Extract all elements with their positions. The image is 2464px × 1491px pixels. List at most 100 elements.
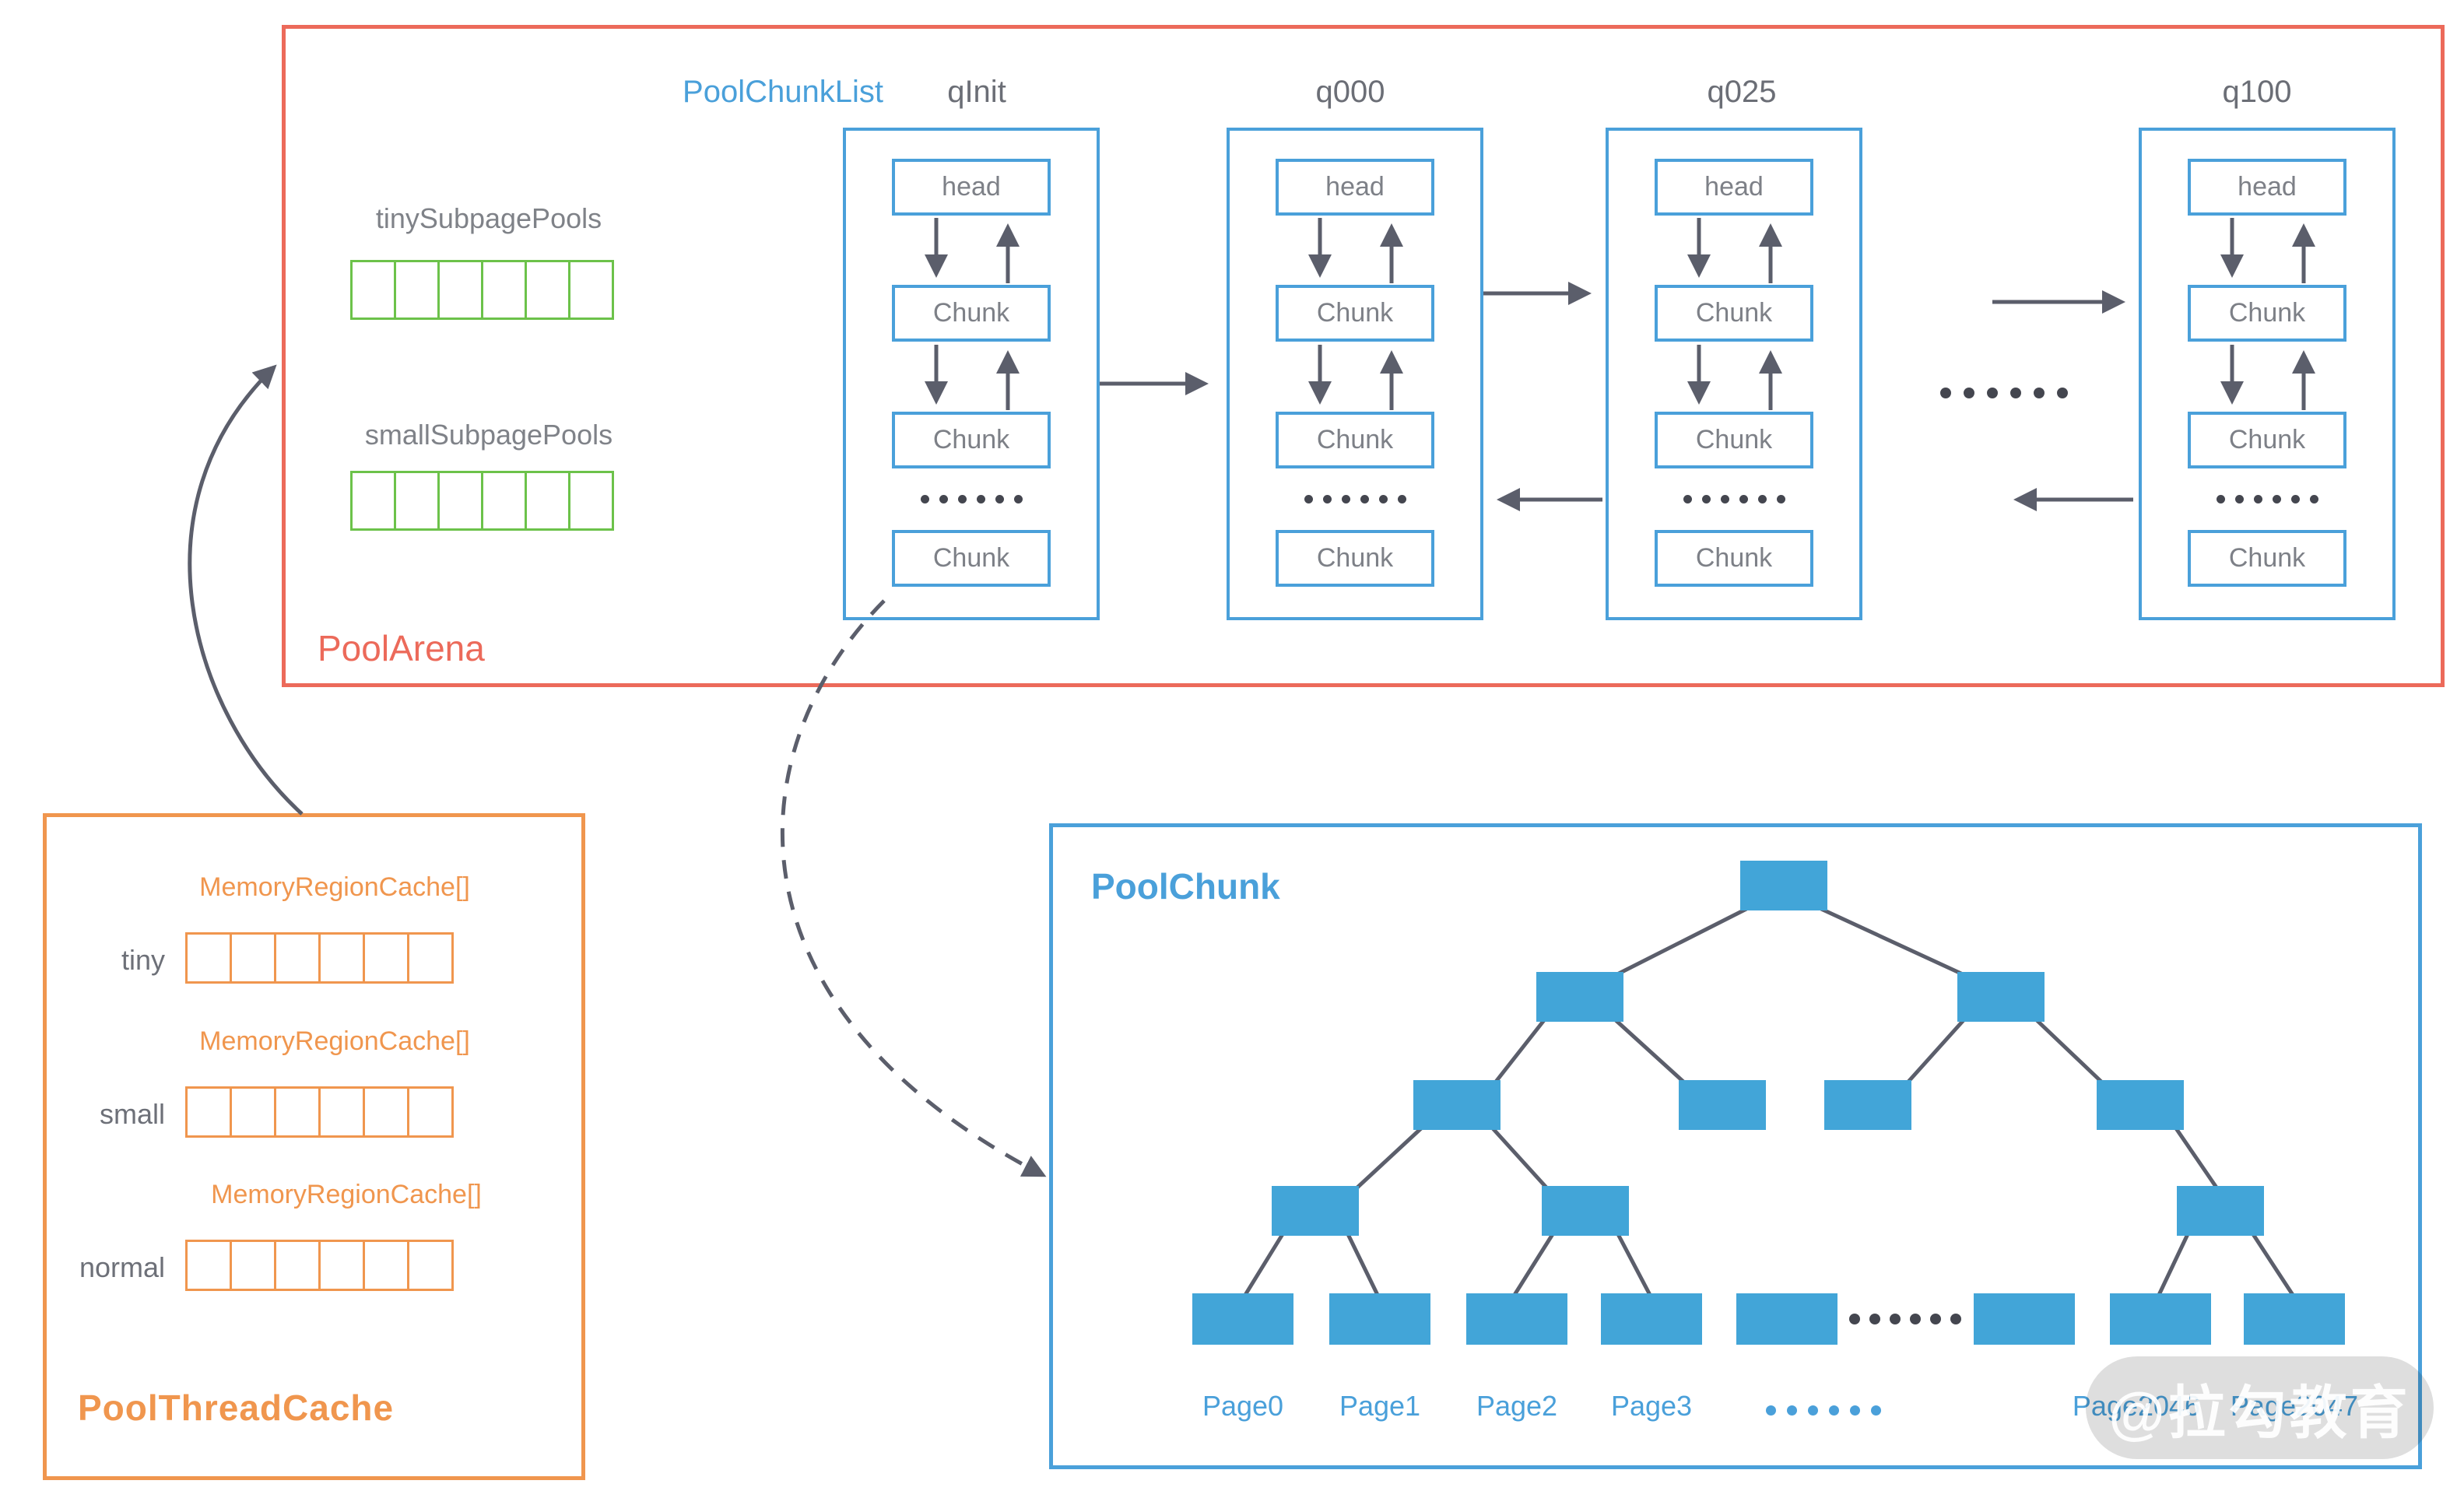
ellipsis-dot [1829, 1405, 1839, 1416]
ellipsis-dot [1787, 1405, 1797, 1416]
column-ellipsis-q025 [1683, 494, 1785, 503]
ellipsis-dot [1701, 494, 1711, 503]
pool-chunk-list-title: PoolChunkList [683, 75, 883, 109]
ellipsis-dot [1683, 494, 1692, 503]
chunk-node-qInit: Chunk [892, 285, 1051, 342]
ellipsis-dot [2057, 388, 2068, 398]
ellipsis-dot [1360, 494, 1369, 503]
chunk-node-q000: Chunk [1276, 285, 1434, 342]
watermark-text: @拉勾教育 [2108, 1380, 2411, 1445]
ellipsis-dot [2272, 494, 2281, 503]
ellipsis-dot [1304, 494, 1313, 503]
pool-chunk-tree-node [2110, 1293, 2211, 1345]
ellipsis-dot [1757, 494, 1767, 503]
pool-chunk-tree-node [1974, 1293, 2075, 1345]
ellipsis-dot [1808, 1405, 1818, 1416]
small-subpage-pools-grid-cell [568, 471, 614, 531]
pool-chunk-tree-node [1736, 1293, 1837, 1345]
chunk-node-qInit: Chunk [892, 412, 1051, 468]
pool-chunk-title: PoolChunk [1091, 866, 1280, 907]
memory-region-cache-grid-small-cell [407, 1086, 454, 1138]
pool-chunk-tree-node [1679, 1080, 1766, 1130]
chunk-node-q000: Chunk [1276, 412, 1434, 468]
page-label-Page0: Page0 [1202, 1390, 1284, 1422]
ellipsis-dot [1869, 1314, 1880, 1324]
ellipsis-dot [1850, 1405, 1860, 1416]
pool-chunk-tree-node [1329, 1293, 1430, 1345]
column-ellipsis-qInit [920, 494, 1023, 503]
pool-thread-cache-box [43, 813, 585, 1480]
ellipsis-dot [939, 494, 948, 503]
page-label-Page1: Page1 [1339, 1390, 1421, 1422]
pool-chunk-tree-node [1466, 1293, 1567, 1345]
memory-region-cache-grid-tiny [185, 932, 454, 984]
ellipsis-dot [976, 494, 985, 503]
ellipsis-dot [1378, 494, 1388, 503]
head-node-q000: head [1276, 159, 1434, 216]
page-label-ellipsis [1766, 1405, 1881, 1416]
pool-chunk-tree-node [2177, 1186, 2264, 1236]
thread-cache-to-arena-arrow [188, 364, 304, 816]
ellipsis-dot [2234, 494, 2244, 503]
chunk-node-q000: Chunk [1276, 530, 1434, 587]
memory-region-cache-grid-normal [185, 1240, 454, 1291]
pool-chunk-tree-node [2244, 1293, 2345, 1345]
ellipsis-dot [1322, 494, 1332, 503]
cache-row-label-tiny: tiny [121, 944, 165, 976]
ellipsis-dot [2309, 494, 2318, 503]
ellipsis-dot [1776, 494, 1785, 503]
ellipsis-dot [920, 494, 929, 503]
pool-chunk-tree-node [2097, 1080, 2184, 1130]
small-subpage-pools-label: smallSubpagePools [364, 419, 613, 451]
pool-arena-box [282, 25, 2445, 687]
column-label-q025: q025 [1707, 75, 1777, 109]
column-label-q000: q000 [1315, 75, 1385, 109]
chunk-node-q025: Chunk [1655, 285, 1813, 342]
ellipsis-dot [1910, 1314, 1921, 1324]
ellipsis-dot [1766, 1405, 1776, 1416]
tiny-subpage-pools-grid-cell [568, 260, 614, 320]
chunk-node-q100: Chunk [2188, 412, 2346, 468]
head-node-qInit: head [892, 159, 1051, 216]
leaf-row-ellipsis [1849, 1314, 1961, 1324]
page-label-Page3: Page3 [1610, 1390, 1693, 1422]
pool-chunk-tree-node [1272, 1186, 1359, 1236]
ellipsis-dot [1890, 1314, 1901, 1324]
chunk-node-qInit: Chunk [892, 530, 1051, 587]
ellipsis-dot [1849, 1314, 1860, 1324]
chunk-node-q025: Chunk [1655, 530, 1813, 587]
gap-ellipsis-q025-q100 [1940, 388, 2068, 398]
ellipsis-dot [1950, 1314, 1961, 1324]
page-label-Page2: Page2 [1476, 1390, 1558, 1422]
chunk-node-q025: Chunk [1655, 412, 1813, 468]
memory-region-cache-label: MemoryRegionCache[] [211, 1180, 482, 1209]
pool-chunk-tree-node [1740, 861, 1827, 910]
ellipsis-dot [1871, 1405, 1881, 1416]
ellipsis-dot [2253, 494, 2262, 503]
memory-region-cache-grid-normal-cell [407, 1240, 454, 1291]
column-ellipsis-q100 [2216, 494, 2318, 503]
ellipsis-dot [1341, 494, 1350, 503]
pool-thread-cache-title: PoolThreadCache [78, 1388, 395, 1428]
ellipsis-dot [2034, 388, 2045, 398]
column-label-q100: q100 [2222, 75, 2292, 109]
pool-chunk-tree-node [1536, 972, 1623, 1022]
ellipsis-dot [1964, 388, 1974, 398]
chunk-to-pool-chunk-dashed-arrow [780, 599, 1047, 1177]
ellipsis-dot [2216, 494, 2225, 503]
watermark-pill [2086, 1356, 2434, 1459]
ellipsis-dot [1987, 388, 1998, 398]
ellipsis-dot [1720, 494, 1729, 503]
cache-row-label-small: small [99, 1098, 165, 1130]
memory-region-cache-grid-tiny-cell [407, 932, 454, 984]
page-label-Page2047: Page2047 [2230, 1390, 2359, 1422]
pool-arena-title: PoolArena [318, 628, 485, 668]
pool-chunk-box [1049, 823, 2422, 1469]
head-node-q025: head [1655, 159, 1813, 216]
memory-region-cache-grid-small [185, 1086, 454, 1138]
ellipsis-dot [2010, 388, 2021, 398]
small-subpage-pools-grid [350, 471, 614, 531]
ellipsis-dot [2290, 494, 2300, 503]
pool-chunk-tree-node [1542, 1186, 1629, 1236]
